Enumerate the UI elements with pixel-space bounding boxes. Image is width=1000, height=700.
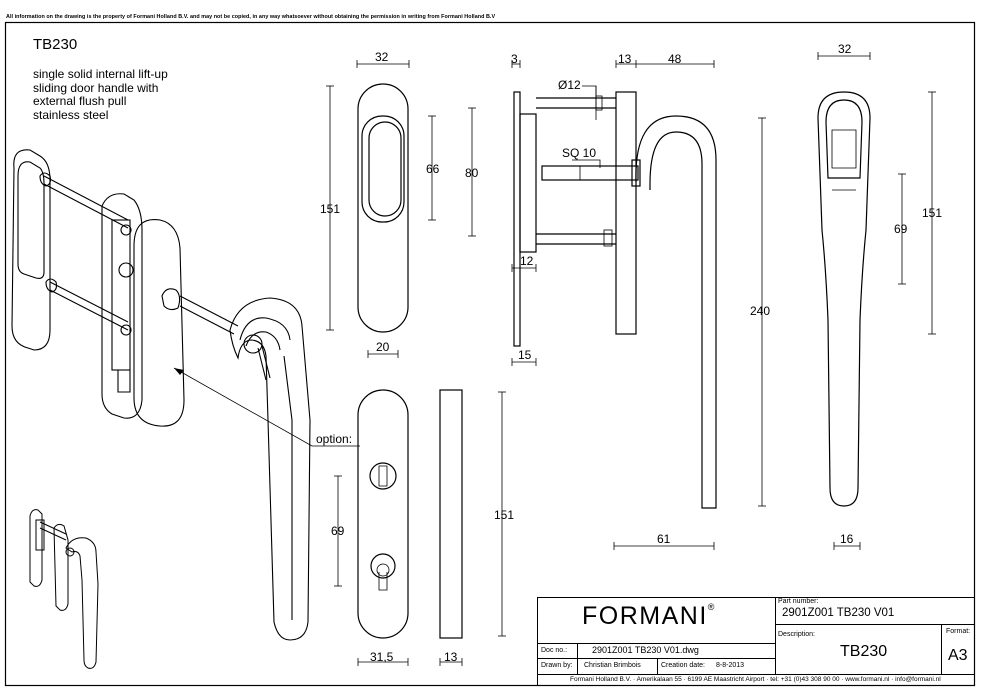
drawn-by-label: Drawn by: — [541, 662, 573, 669]
handle-front-dims — [817, 52, 936, 550]
square-label: SQ 10 — [562, 146, 597, 160]
product-code: TB230 — [33, 36, 78, 53]
diameter-label: Ø12 — [558, 78, 581, 92]
dim-side-plate-width: 15 — [518, 348, 532, 362]
part-number: 2901Z001 TB230 V01 — [782, 607, 895, 619]
title-block — [537, 597, 975, 686]
dim-flush-recess-height: 66 — [426, 162, 440, 176]
option-leader — [173, 367, 360, 447]
footer-address: Formani Holland B.V. · Amerikalaan 55 · … — [570, 676, 941, 683]
handle-front — [817, 91, 871, 507]
dim-flush-height: 151 — [320, 202, 341, 216]
dim-plate-height: 151 — [494, 508, 515, 522]
description-line: external flush pull — [33, 94, 127, 108]
creation-date-value: 8-8-2013 — [716, 662, 745, 669]
option-label: option: — [316, 432, 353, 446]
format-label: Format: — [946, 628, 971, 635]
dim-side-handle-depth: 48 — [668, 52, 682, 66]
dim-plate-hole-spacing: 69 — [331, 524, 345, 538]
side-view-dims — [511, 60, 766, 550]
disclaimer-text: All information on the drawing is the pr… — [6, 14, 496, 20]
side-view — [513, 91, 717, 509]
flush-pull-front — [357, 83, 409, 333]
description-label: Description: — [778, 631, 815, 638]
dim-front-height: 151 — [922, 206, 943, 220]
dim-plate-depth: 13 — [444, 650, 458, 664]
creation-date-label: Creation date: — [661, 662, 705, 669]
brand-logo: FORMANI® — [582, 602, 714, 631]
thumbnail-view — [29, 509, 99, 669]
dim-flush-recess-width: 20 — [376, 340, 390, 354]
dim-side-bar-offset: 12 — [520, 254, 534, 268]
sheet-border — [4, 21, 976, 687]
description-value: TB230 — [840, 643, 888, 660]
drawn-by-value: Christian Brimbois — [584, 662, 641, 669]
dim-flush-outer-height: 80 — [465, 166, 479, 180]
doc-no-value: 2901Z001 TB230 V01.dwg — [592, 645, 699, 655]
rose-plate-side — [439, 389, 463, 639]
dim-side-handle-length: 240 — [750, 304, 771, 318]
description-line: single solid internal lift-up — [33, 67, 168, 81]
dim-flush-width: 32 — [375, 50, 389, 64]
flush-pull-dims — [326, 60, 476, 358]
dim-front-grip-width: 16 — [840, 532, 854, 546]
part-number-label: Part number: — [778, 598, 819, 605]
dim-side-plate-thickness: 3 — [511, 52, 518, 66]
description-line: stainless steel — [33, 107, 109, 122]
registered-mark: ® — [707, 602, 715, 612]
doc-no-label: Doc no.: — [541, 647, 568, 654]
dim-front-spacing: 69 — [894, 222, 908, 236]
brand-name: FORMANI — [582, 602, 708, 630]
dim-plate-width: 31,5 — [370, 650, 394, 664]
dim-front-width: 32 — [838, 42, 852, 56]
perspective-view — [11, 149, 311, 641]
rose-plate-front — [357, 389, 409, 639]
rose-plate-dims — [334, 391, 506, 666]
dim-side-handle-bottom: 61 — [657, 532, 671, 546]
product-description: single solid internal lift-up sliding do… — [33, 67, 168, 122]
description-line: sliding door handle with — [33, 80, 159, 95]
dim-side-standoff: 13 — [618, 52, 632, 66]
format-value: A3 — [948, 647, 968, 664]
